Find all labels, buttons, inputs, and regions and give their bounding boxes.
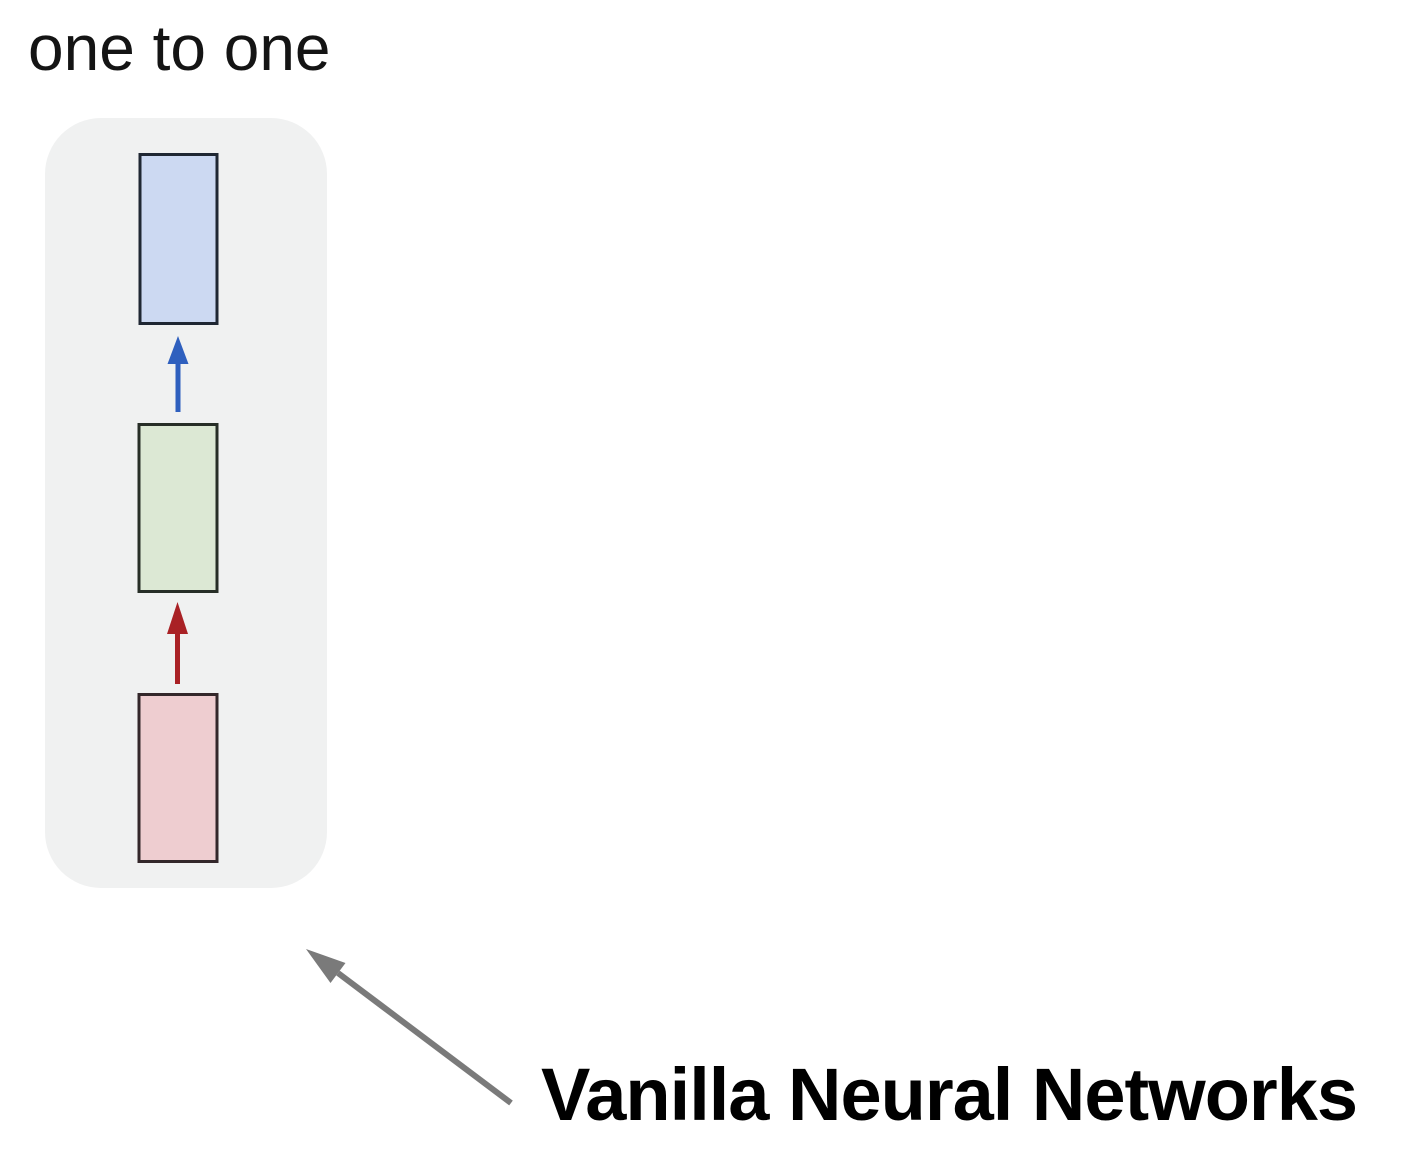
annotation-pointer-arrow (306, 949, 513, 1106)
annotation-label: Vanilla Neural Networks (541, 1053, 1358, 1136)
input-to-hidden-arrow (167, 602, 188, 684)
input-box (137, 693, 219, 863)
output-box (138, 153, 219, 325)
hidden-to-output-arrow (167, 336, 189, 412)
diagram-title: one to one (28, 12, 331, 84)
hidden-box (137, 423, 219, 593)
